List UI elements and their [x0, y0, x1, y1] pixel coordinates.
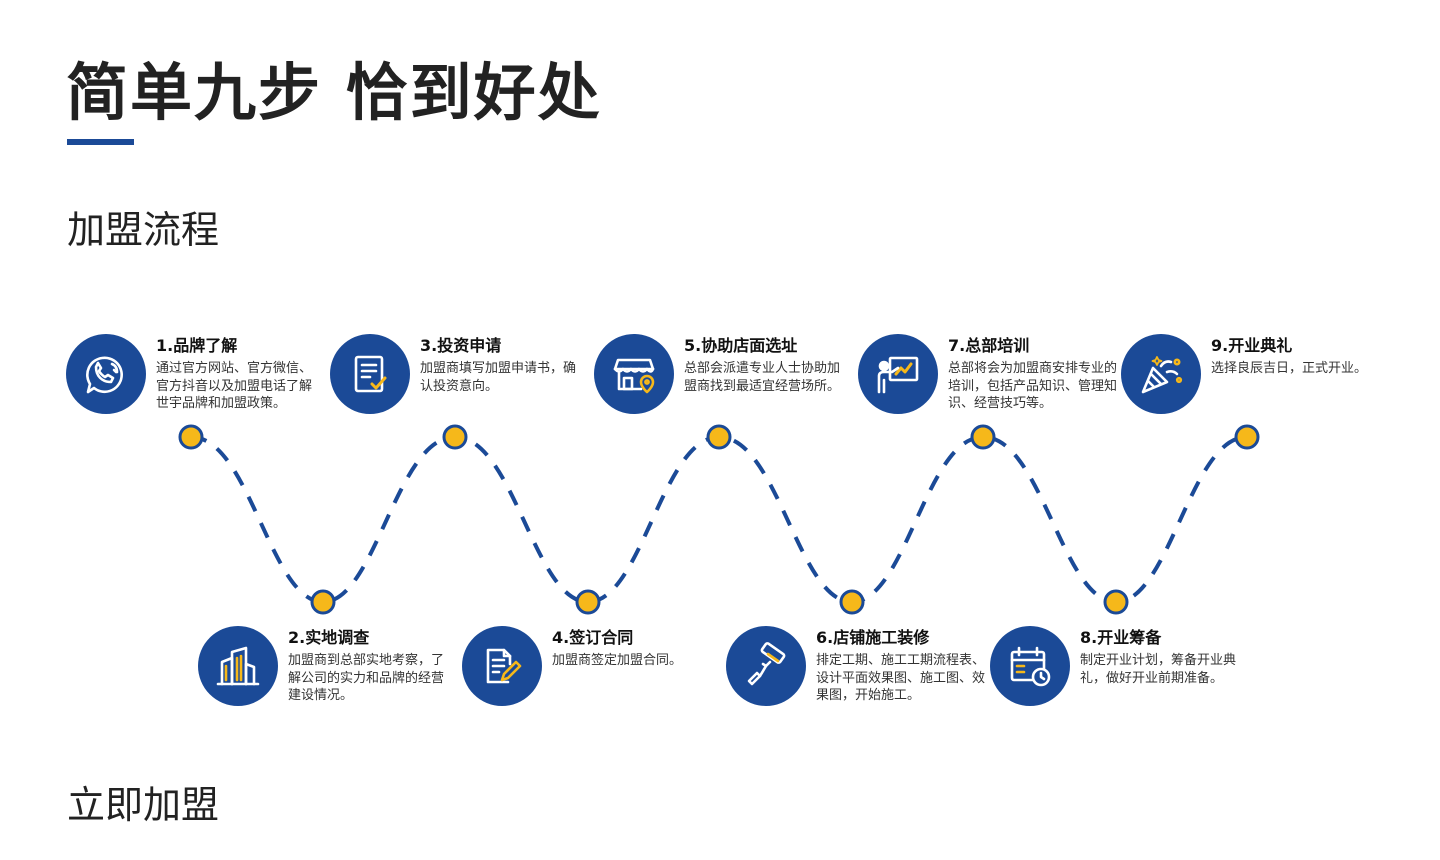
step-title: 3.投资申请	[420, 336, 502, 355]
step-description: 加盟商到总部实地考察，了解公司的实力和品牌的经营建设情况。	[288, 653, 445, 703]
wave-dot-6	[839, 589, 865, 615]
step-title: 4.签订合同	[552, 628, 634, 647]
step-description: 加盟商填写加盟申请书，确认投资意向。	[420, 361, 577, 394]
wave-dot-2	[310, 589, 336, 615]
step-4: 4.签订合同 加盟商签定加盟合同。	[462, 626, 782, 716]
title-underline	[67, 139, 134, 145]
section-title-join: 立即加盟	[67, 783, 220, 827]
step-description: 排定工期、施工工期流程表、设计平面效果图、施工图、效果图，开始施工。	[816, 653, 986, 703]
wave-dot-3	[442, 424, 468, 450]
step-title: 1.品牌了解	[156, 336, 238, 355]
step-description: 加盟商签定加盟合同。	[552, 653, 683, 668]
paint-roller-icon	[726, 626, 806, 706]
party-popper-icon	[1121, 334, 1201, 414]
phone-chat-icon	[66, 334, 146, 414]
wave-dot-1	[178, 424, 204, 450]
step-1: 1.品牌了解 通过官方网站、官方微信、官方抖音以及加盟电话了解世宇品牌和加盟政策…	[66, 334, 386, 424]
step-8: 8.开业筹备 制定开业计划，筹备开业典礼，做好开业前期准备。	[990, 626, 1310, 716]
wave-dot-4	[575, 589, 601, 615]
step-3: 3.投资申请 加盟商填写加盟申请书，确认投资意向。	[330, 334, 650, 424]
step-9: 9.开业典礼 选择良辰吉日，正式开业。	[1121, 334, 1440, 424]
step-title: 2.实地调查	[288, 628, 370, 647]
checklist-icon	[330, 334, 410, 414]
wave-dot-9	[1234, 424, 1260, 450]
step-title: 8.开业筹备	[1080, 628, 1162, 647]
step-7: 7.总部培训 总部将会为加盟商安排专业的培训，包括产品知识、管理知识、经营技巧等…	[858, 334, 1178, 424]
section-title-flow: 加盟流程	[67, 208, 220, 252]
wave-dashed-path	[190, 434, 1248, 605]
step-5: 5.协助店面选址 总部会派遣专业人士协助加盟商找到最适宜经营场所。	[594, 334, 914, 424]
step-description: 总部将会为加盟商安排专业的培训，包括产品知识、管理知识、经营技巧等。	[948, 361, 1118, 411]
wave-dot-8	[1103, 589, 1129, 615]
contract-sign-icon	[462, 626, 542, 706]
step-description: 制定开业计划，筹备开业典礼，做好开业前期准备。	[1080, 653, 1237, 686]
step-description: 通过官方网站、官方微信、官方抖音以及加盟电话了解世宇品牌和加盟政策。	[156, 361, 313, 411]
page-title: 简单九步 恰到好处	[66, 56, 602, 129]
step-title: 7.总部培训	[948, 336, 1030, 355]
step-title: 9.开业典礼	[1211, 336, 1293, 355]
step-title: 5.协助店面选址	[684, 336, 798, 355]
step-title: 6.店铺施工装修	[816, 628, 930, 647]
step-description: 总部会派遣专业人士协助加盟商找到最适宜经营场所。	[684, 361, 841, 394]
step-2: 2.实地调查 加盟商到总部实地考察，了解公司的实力和品牌的经营建设情况。	[198, 626, 518, 716]
wave-dot-5	[706, 424, 732, 450]
step-description: 选择良辰吉日，正式开业。	[1211, 361, 1368, 376]
buildings-icon	[198, 626, 278, 706]
step-6: 6.店铺施工装修 排定工期、施工工期流程表、设计平面效果图、施工图、效果图，开始…	[726, 626, 1046, 716]
training-board-icon	[858, 334, 938, 414]
wave-dot-7	[970, 424, 996, 450]
calendar-clock-icon	[990, 626, 1070, 706]
store-location-icon	[594, 334, 674, 414]
